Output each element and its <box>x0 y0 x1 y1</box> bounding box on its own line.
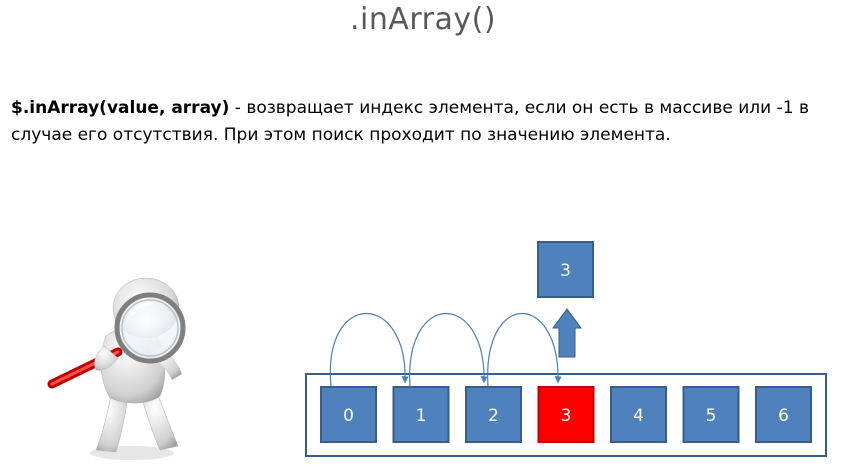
array-cell-label: 2 <box>488 406 499 426</box>
array-cell-label: 4 <box>633 406 644 426</box>
function-signature: $.inArray(value, array) <box>11 98 230 118</box>
search-arcs <box>329 313 562 387</box>
description-text: - возвращает индекс элемента, если он ес… <box>11 98 809 145</box>
person-with-magnifier-illustration <box>47 277 186 460</box>
arc-1-to-2 <box>409 313 488 387</box>
array-cell <box>610 386 667 443</box>
array-cell <box>755 386 812 443</box>
array-cell-label: 6 <box>778 406 789 426</box>
array-cell-found <box>537 386 595 443</box>
found-result-box <box>537 241 594 298</box>
page-title: .inArray() <box>349 2 497 37</box>
arc-2-to-3 <box>487 313 562 387</box>
array-cell-label: 5 <box>706 406 717 426</box>
up-arrow <box>552 308 582 358</box>
array-cell-label: 1 <box>416 406 427 426</box>
array-cell-label: 0 <box>343 406 354 426</box>
array-cell-label: 3 <box>561 406 572 426</box>
array-cells: 0 1 2 3 4 5 6 <box>320 386 812 443</box>
array-cell <box>392 386 450 443</box>
array-cell <box>320 386 377 443</box>
array-cell <box>682 386 740 443</box>
found-result-label: 3 <box>560 261 571 281</box>
arc-0-to-1 <box>329 313 409 387</box>
array-cell <box>465 386 522 443</box>
description: $.inArray(value, array) - возвращает инд… <box>11 95 831 149</box>
